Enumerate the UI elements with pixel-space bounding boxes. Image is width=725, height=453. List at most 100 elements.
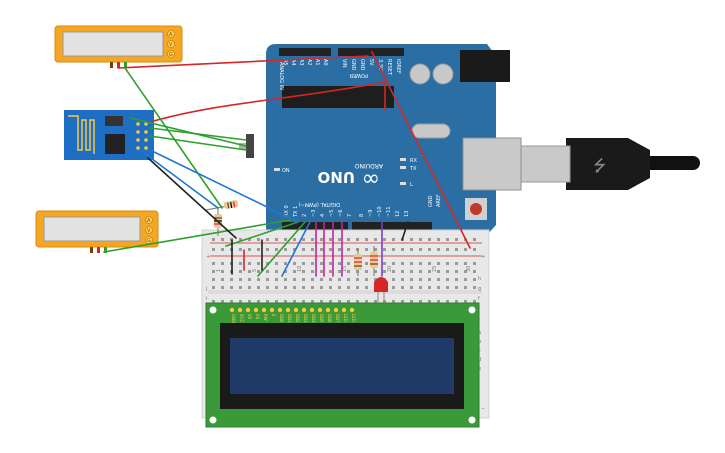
esp8266-module[interactable] <box>64 110 154 160</box>
breadboard-hole <box>239 238 242 241</box>
wire-black-gnd <box>401 221 409 241</box>
sensor-lead <box>104 247 107 253</box>
breadboard-hole <box>329 278 332 281</box>
breadboard-hole <box>455 248 458 251</box>
power-header <box>338 48 404 56</box>
breadboard-hole <box>257 270 260 273</box>
lcd-pin <box>301 307 307 313</box>
breadboard-hole <box>257 278 260 281</box>
breadboard-hole <box>347 270 350 273</box>
digital-pwm-label: DIGITAL (PWM~) <box>298 201 340 207</box>
breadboard-hole <box>320 300 323 303</box>
breadboard-hole <box>329 248 332 251</box>
wire-blue-esp-1 <box>149 149 299 223</box>
wire-black-esp-gnd <box>147 157 237 239</box>
pin-label: 5V <box>368 59 374 66</box>
sensor-lead <box>90 247 93 253</box>
pin-label: ~11 <box>386 206 392 217</box>
arduino-board[interactable]: UNO ∞ ARDUINO ANALOG IN POWER DIGITAL (P… <box>266 44 522 236</box>
lcd-pin-label: RS <box>255 314 260 320</box>
breadboard-hole <box>338 270 341 273</box>
breadboard-hole <box>221 238 224 241</box>
digital-header-high <box>352 222 432 230</box>
lcd-pin <box>333 307 339 313</box>
breadboard-hole <box>446 248 449 251</box>
power-pin-labels: VIN GND GND 5V 3.3V RESET IOREF <box>341 59 401 76</box>
breadboard-hole <box>356 286 359 289</box>
breadboard-hole <box>320 238 323 241</box>
lcd-pin-label: DB6 <box>327 314 332 323</box>
lcd-pin-label: LED <box>343 314 348 322</box>
switch-knob[interactable] <box>239 143 246 149</box>
sensor-module-bottom[interactable]: A V G <box>35 210 159 253</box>
pin-label: RESET <box>386 59 392 76</box>
breadboard-hole <box>446 286 449 289</box>
breadboard-hole <box>383 248 386 251</box>
breadboard-hole <box>212 300 215 303</box>
wire-green-d2 <box>257 221 306 277</box>
pin-label: 13 <box>404 211 410 217</box>
terminal-label: V <box>169 42 173 48</box>
sensor-lead <box>124 62 127 68</box>
breadboard-hole <box>365 238 368 241</box>
breadboard-hole <box>374 300 377 303</box>
rail-plus-label-right: + <box>481 254 485 260</box>
brand-label: ARDUINO <box>354 162 383 169</box>
usb-cable-cord <box>640 156 700 170</box>
usb-socket <box>462 137 522 191</box>
breadboard-hole <box>212 262 215 265</box>
l-label: L <box>410 182 413 188</box>
rx-label: RX <box>410 158 417 164</box>
pin-label: ~3 <box>311 210 317 217</box>
terminal-label: A <box>169 32 173 38</box>
breadboard-hole <box>437 300 440 303</box>
breadboard-hole <box>428 286 431 289</box>
breadboard-hole <box>257 300 260 303</box>
breadboard-hole <box>329 286 332 289</box>
slide-switch[interactable] <box>239 134 254 158</box>
lcd-pin <box>325 307 331 313</box>
pin-label: RX 0 <box>284 205 290 217</box>
breadboard-hole <box>437 286 440 289</box>
sensor-lead <box>110 62 113 68</box>
pin-label: IOREF <box>395 59 401 74</box>
sensor-module-top[interactable]: A V G <box>54 25 183 68</box>
capacitor-1 <box>409 63 431 85</box>
breadboard-hole <box>446 270 449 273</box>
breadboard-hole <box>257 248 260 251</box>
column-number: 10 <box>297 266 303 272</box>
breadboard-hole <box>464 248 467 251</box>
breadboard-hole <box>410 270 413 273</box>
sensor-window <box>62 31 164 57</box>
lcd-pin <box>245 307 251 313</box>
tx-label: TX <box>409 166 417 172</box>
power-label: POWER <box>349 72 368 78</box>
breadboard-hole <box>464 286 467 289</box>
breadboard-hole <box>419 238 422 241</box>
breadboard-hole <box>365 278 368 281</box>
lcd-pin-label: DB2 <box>295 314 300 323</box>
breadboard-hole <box>437 248 440 251</box>
breadboard-hole <box>410 248 413 251</box>
pin-label: GND <box>359 59 365 71</box>
reset-button-cap[interactable] <box>470 203 482 215</box>
terminal-label: G <box>169 52 173 58</box>
sensor-terminal <box>167 40 175 48</box>
lcd-module[interactable]: GND VCC V0 RS RW E DB0 DB1 DB2 DB3 DB4 D… <box>205 302 480 428</box>
on-label: ON <box>282 168 290 174</box>
wire-green-esp-2 <box>149 135 247 151</box>
breadboard-hole <box>374 270 377 273</box>
lcd-pin-label: V0 <box>247 314 252 320</box>
breadboard-hole <box>302 286 305 289</box>
breadboard-hole <box>230 286 233 289</box>
wire-green-sensor-top <box>124 67 223 209</box>
power-jack <box>460 50 510 82</box>
breadboard-hole <box>266 262 269 265</box>
lcd-pin-label: DB5 <box>319 314 324 323</box>
breadboard-hole <box>410 238 413 241</box>
breadboard-hole <box>320 270 323 273</box>
breadboard-hole <box>239 248 242 251</box>
l-led <box>400 182 406 185</box>
wire-red-esp <box>149 81 386 123</box>
breadboard-hole <box>473 238 476 241</box>
